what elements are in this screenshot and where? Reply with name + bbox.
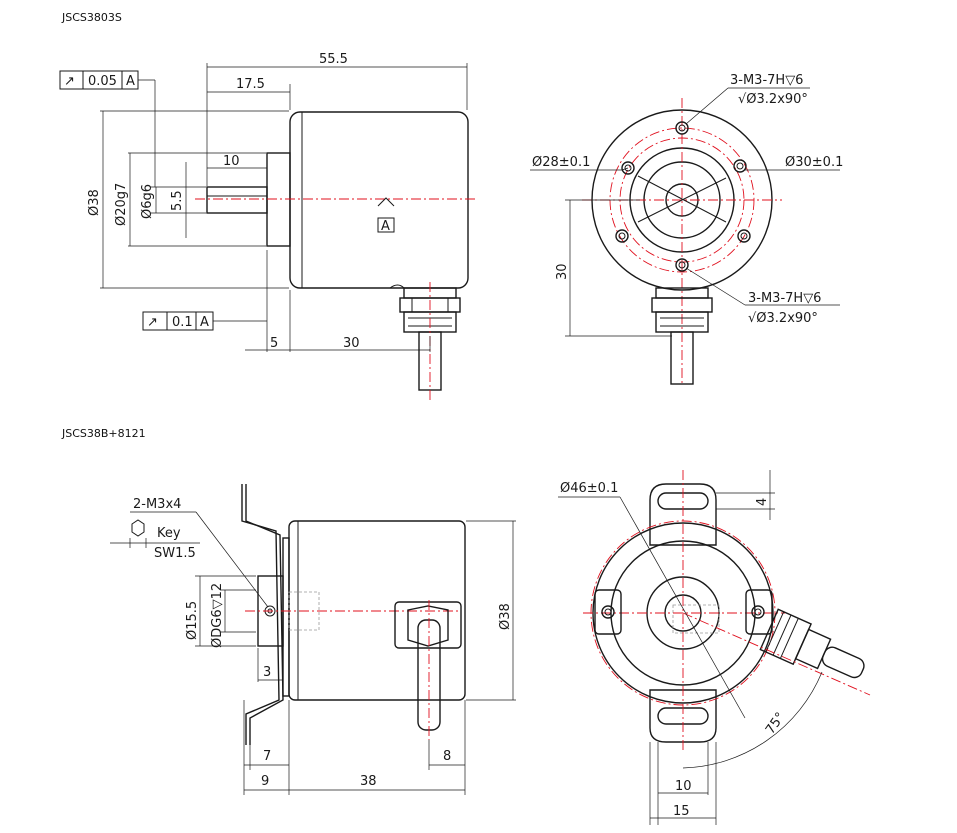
hollow-encoder-front-view: Ø46±0.1 4 10 15 75° <box>558 470 871 825</box>
encoder-front-view: 30 Ø28±0.1 Ø30±0.1 3-M3-7H▽6 √Ø3.2x90° 3… <box>530 73 843 385</box>
callout-screws: 2-M3x4 <box>133 497 181 512</box>
svg-text:0.05: 0.05 <box>88 74 117 89</box>
dim-bore-inner: ØDG6▽12 <box>210 583 225 648</box>
dim-slot-w: 4 <box>755 498 770 506</box>
dim-bracket-t: 3 <box>263 665 271 680</box>
dim-slot-10: 10 <box>675 779 692 794</box>
dim-flange-7: 7 <box>263 749 271 764</box>
svg-text:↗: ↗ <box>147 315 158 330</box>
dim-flange-9: 9 <box>261 774 269 789</box>
dim-hole-pcd: Ø30±0.1 <box>785 155 843 170</box>
dim-bore-outer: Ø15.5 <box>185 601 200 640</box>
dim-gland: 8 <box>443 749 451 764</box>
dim-slot-15: 15 <box>673 804 690 819</box>
dim-angle: 75° <box>763 710 789 737</box>
dim-shaft-dia: Ø6g6 <box>140 184 155 219</box>
dim-height: 30 <box>555 263 570 280</box>
svg-text:A: A <box>200 315 209 330</box>
dim-overall-length: 55.5 <box>319 52 348 67</box>
csk-callout-top: √Ø3.2x90° <box>738 92 808 107</box>
thread-callout-top: 3-M3-7H▽6 <box>730 73 803 88</box>
dim-shaft-flat: 10 <box>223 154 240 169</box>
encoder-side-view: A 55.5 17.5 10 5 30 Ø38 Ø20g7 Ø6g6 5.5 <box>59 52 478 400</box>
csk-callout-bottom: √Ø3.2x90° <box>748 311 818 326</box>
dim-spigot-dia: Ø20g7 <box>114 183 129 226</box>
model-title-top: JSCS3803S <box>62 11 122 24</box>
dim-shaft-flange: 17.5 <box>236 77 265 92</box>
dim-bolt-pcd: Ø28±0.1 <box>532 155 590 170</box>
callout-key: Key <box>157 526 181 541</box>
dim-body-dia: Ø38 <box>87 189 102 216</box>
thread-callout-bottom: 3-M3-7H▽6 <box>748 291 821 306</box>
svg-text:0.1: 0.1 <box>172 315 193 330</box>
svg-text:A: A <box>126 74 135 89</box>
dim-cable-pos: 30 <box>343 336 360 351</box>
hex-key-icon <box>131 519 145 537</box>
dim-body-len: 38 <box>360 774 377 789</box>
model-title-bottom: JSCS38B+8121 <box>62 427 146 440</box>
hollow-encoder-side-view: Ø38 Ø15.5 ØDG6▽12 3 7 9 38 8 2-M3x4 Key <box>110 484 516 795</box>
callout-sw: SW1.5 <box>154 546 196 561</box>
dim-flat: 5.5 <box>170 190 185 211</box>
runout-tolerance-bottom: ↗ 0.1 A <box>142 311 267 331</box>
datum-label: A <box>381 219 390 234</box>
dim-pcd: Ø46±0.1 <box>560 481 618 496</box>
mounting-holes <box>615 121 751 272</box>
dim-body-dia-2: Ø38 <box>498 603 513 630</box>
dim-spigot-len: 5 <box>270 336 278 351</box>
runout-tolerance-top: ↗ 0.05 A <box>59 70 156 187</box>
svg-text:↗: ↗ <box>64 74 75 89</box>
